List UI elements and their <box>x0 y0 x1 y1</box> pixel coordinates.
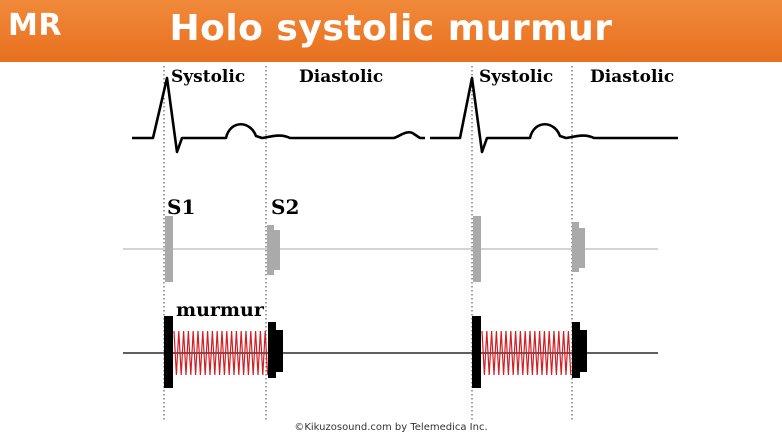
s2-mark-cycle2 <box>572 222 579 272</box>
s1-label: S1 <box>167 195 196 219</box>
murmur-wave-cycle1 <box>173 330 269 376</box>
s1-mark-cycle1 <box>165 216 173 282</box>
copyright-notice: ©Kikuzosound.com by Telemedica Inc. <box>294 422 488 433</box>
s1-black-cycle2 <box>472 316 481 388</box>
murmur-waves <box>173 330 572 376</box>
s2-black-cycle2 <box>572 322 580 378</box>
condition-tag: MR <box>8 8 62 43</box>
systolic-label-cycle1: Systolic <box>171 67 246 87</box>
ecg-trace <box>132 76 678 154</box>
murmur-wave-cycle2 <box>481 330 572 376</box>
s1-black-cycle1 <box>164 316 173 388</box>
systolic-label-cycle2: Systolic <box>479 67 554 87</box>
page-title: Holo systolic murmur <box>169 8 613 49</box>
murmur-label: murmur <box>176 299 264 321</box>
s2-mark-cycle2-tail <box>579 228 585 268</box>
s2-black-cycle1 <box>268 322 276 378</box>
ecg-cycle-1 <box>132 76 425 154</box>
s2-mark-cycle1 <box>267 225 274 275</box>
heart-sound-marks <box>165 216 585 282</box>
s2-label: S2 <box>271 195 300 219</box>
murmur-sound-marks <box>164 316 587 388</box>
title-banner: MR Holo systolic murmur <box>0 0 782 62</box>
s2-black-cycle2-tail <box>580 330 587 372</box>
s1-mark-cycle2 <box>473 216 481 282</box>
ecg-cycle-2 <box>430 76 678 154</box>
s2-black-cycle1-tail <box>276 330 283 372</box>
diastolic-label-cycle2: Diastolic <box>590 67 675 87</box>
diastolic-label-cycle1: Diastolic <box>299 67 384 87</box>
s2-mark-cycle1-tail <box>274 230 280 270</box>
